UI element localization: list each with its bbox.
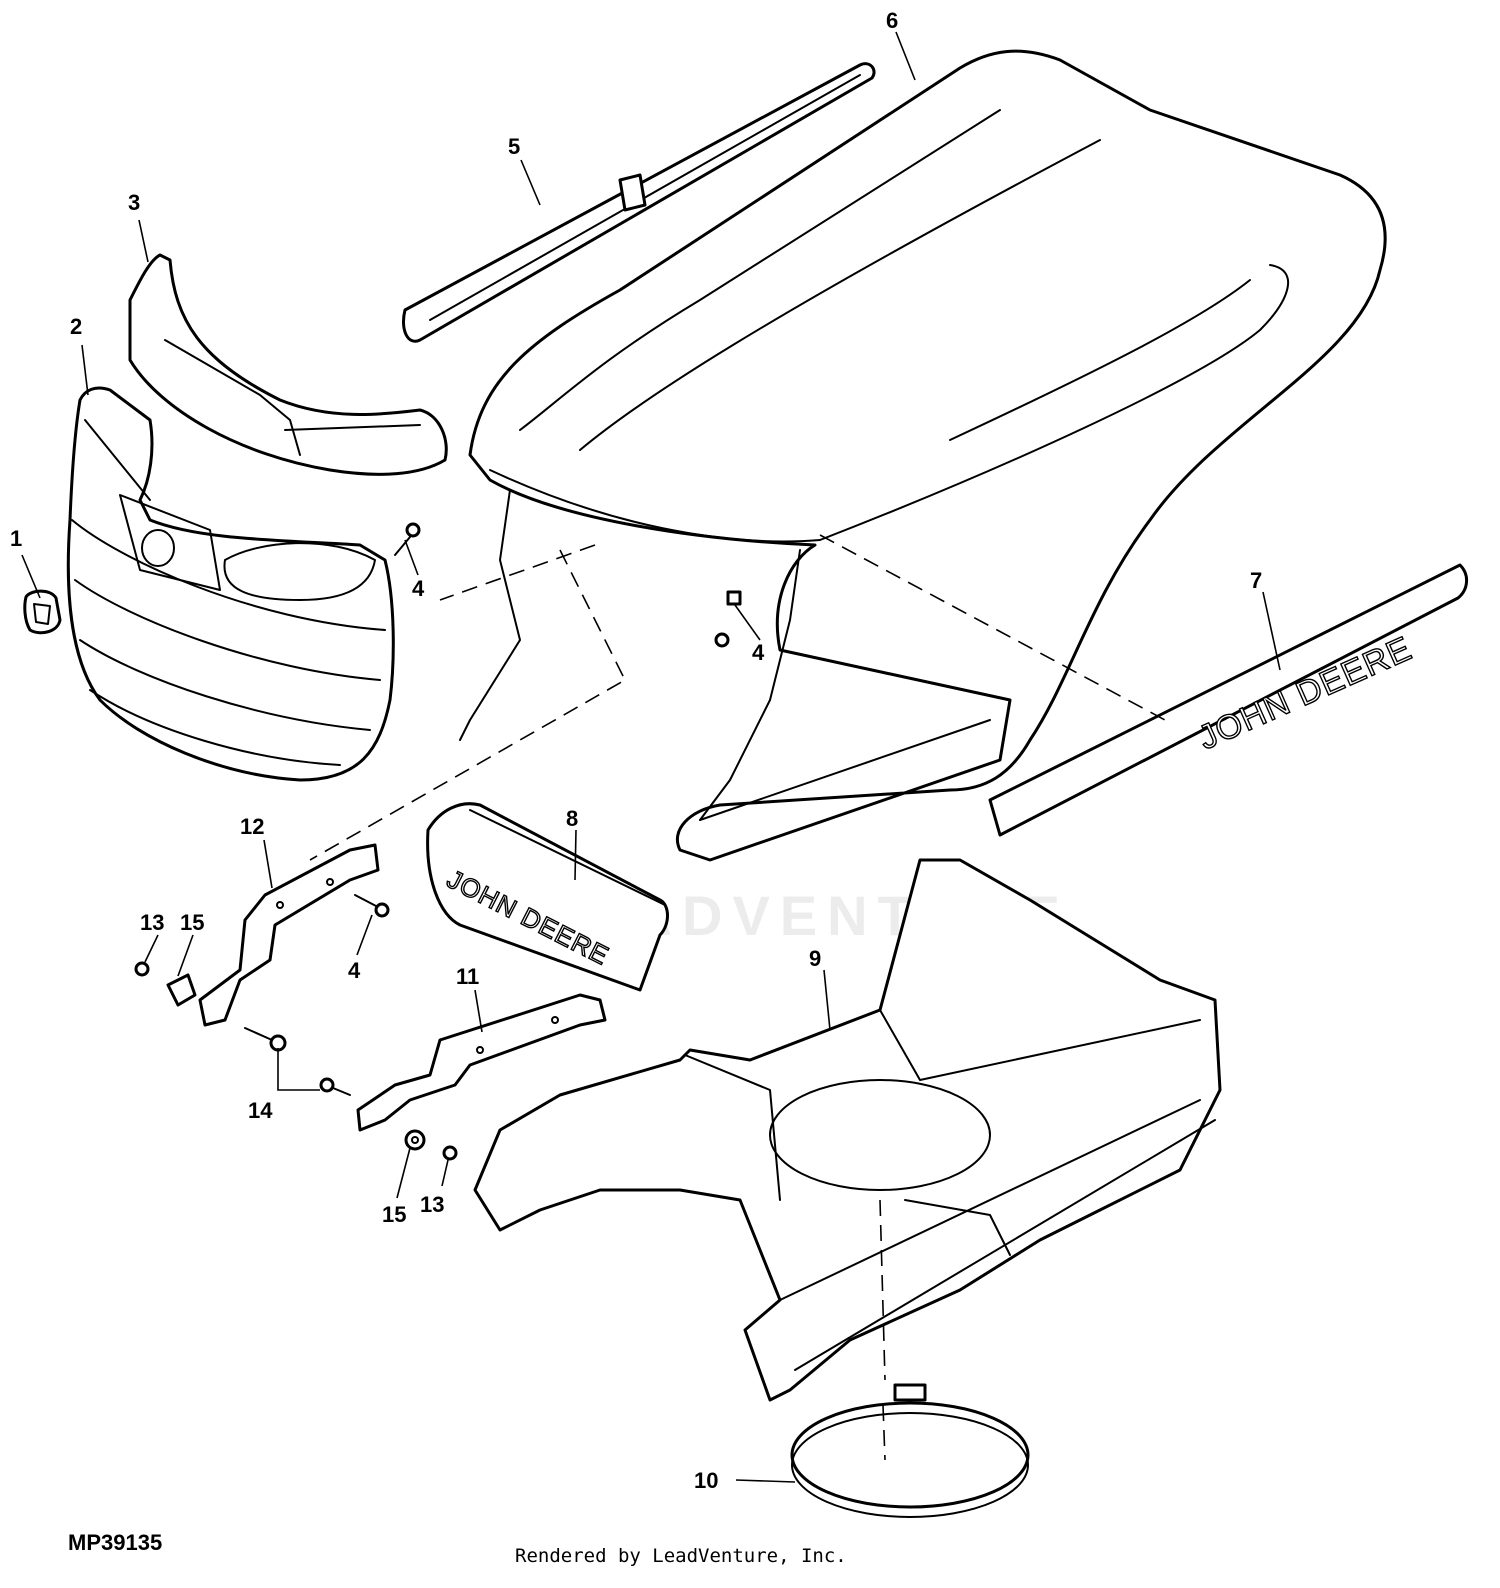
- callout-4-middle: 4: [752, 640, 765, 665]
- alignment-lines: [309, 534, 1166, 1461]
- callout-4-lower: 4: [348, 958, 361, 983]
- callout-15-left: 15: [180, 910, 204, 935]
- part-hood-trim: [402, 62, 876, 343]
- leader-lines: [21, 31, 1281, 1483]
- part-hood: [459, 49, 1387, 862]
- callout-9: 9: [809, 946, 821, 971]
- callout-3: 3: [128, 190, 140, 215]
- part-ring: [790, 1383, 1030, 1518]
- part-grille: [66, 386, 395, 782]
- part-screw-middle: [714, 590, 742, 648]
- callout-15-right: 15: [382, 1202, 406, 1227]
- callout-7: 7: [1250, 568, 1262, 593]
- part-nose-panel: JOHN DEERE: [426, 802, 669, 992]
- part-nut-right: [442, 1145, 458, 1161]
- part-bushing-left: [166, 973, 197, 1007]
- callout-10: 10: [694, 1468, 718, 1493]
- part-bolt-upper: [244, 1027, 287, 1052]
- part-upper-bezel: [128, 253, 448, 476]
- part-screw-lower: [354, 894, 390, 918]
- part-screw-upper: [394, 522, 421, 556]
- callout-12: 12: [240, 814, 264, 839]
- part-washer-right: [404, 1129, 426, 1151]
- part-bracket-left: [198, 843, 380, 1027]
- callout-13-right: 13: [420, 1192, 444, 1217]
- part-bolt-lower: [319, 1077, 351, 1096]
- part-lower-shroud: [473, 858, 1222, 1402]
- callout-13-left: 13: [140, 910, 164, 935]
- callout-1: 1: [10, 526, 22, 551]
- credit-text: Rendered by LeadVenture, Inc.: [515, 1545, 847, 1567]
- callout-5: 5: [508, 134, 520, 159]
- callout-11: 11: [456, 964, 479, 989]
- callouts: 1 2 3 4 4 4 5 6 7 8 9 10 11 12 13 13 14 …: [10, 8, 1262, 1493]
- part-nut-left: [134, 961, 150, 977]
- part-emblem: [23, 589, 62, 635]
- figure-id: MP39135: [68, 1530, 162, 1555]
- callout-14: 14: [248, 1098, 273, 1123]
- callout-4-upper: 4: [412, 576, 425, 601]
- part-bracket-right: [356, 993, 607, 1132]
- callout-2: 2: [70, 314, 82, 339]
- callout-8: 8: [566, 806, 578, 831]
- callout-6: 6: [886, 8, 898, 33]
